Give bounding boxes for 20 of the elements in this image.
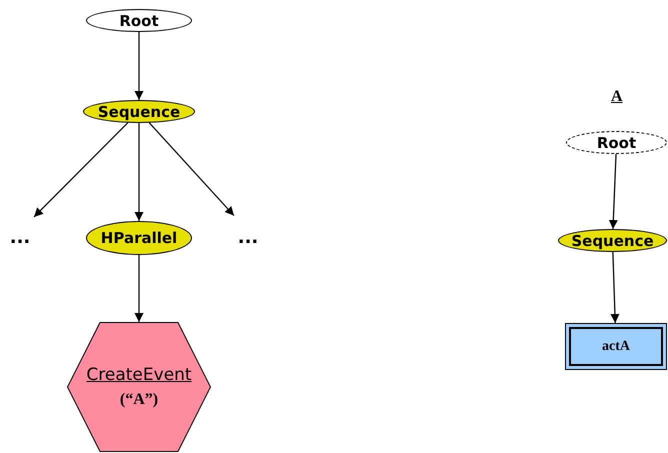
hexagon-node (67, 322, 211, 452)
arrow (34, 122, 128, 218)
double-border-box (565, 323, 667, 370)
arrow (134, 123, 144, 221)
arrow (608, 154, 618, 230)
ellipse-node: Sequence (83, 100, 195, 123)
node-argument: (“A”) (120, 391, 158, 409)
ellipse-node: Root (566, 131, 667, 154)
node-label: actA (602, 338, 630, 354)
ellipse-node: Root (86, 9, 192, 32)
tree-title: A (611, 88, 623, 106)
ellipsis-text: ... (6, 214, 34, 248)
node-heading: CreateEvent (86, 365, 192, 385)
arrow (134, 32, 144, 100)
ellipse-node: HParallel (86, 221, 192, 255)
arrow (148, 122, 234, 216)
arrow (134, 255, 144, 322)
ellipse-node: Sequence (558, 229, 667, 252)
arrow (610, 252, 620, 324)
ellipsis-text: ... (234, 214, 262, 248)
